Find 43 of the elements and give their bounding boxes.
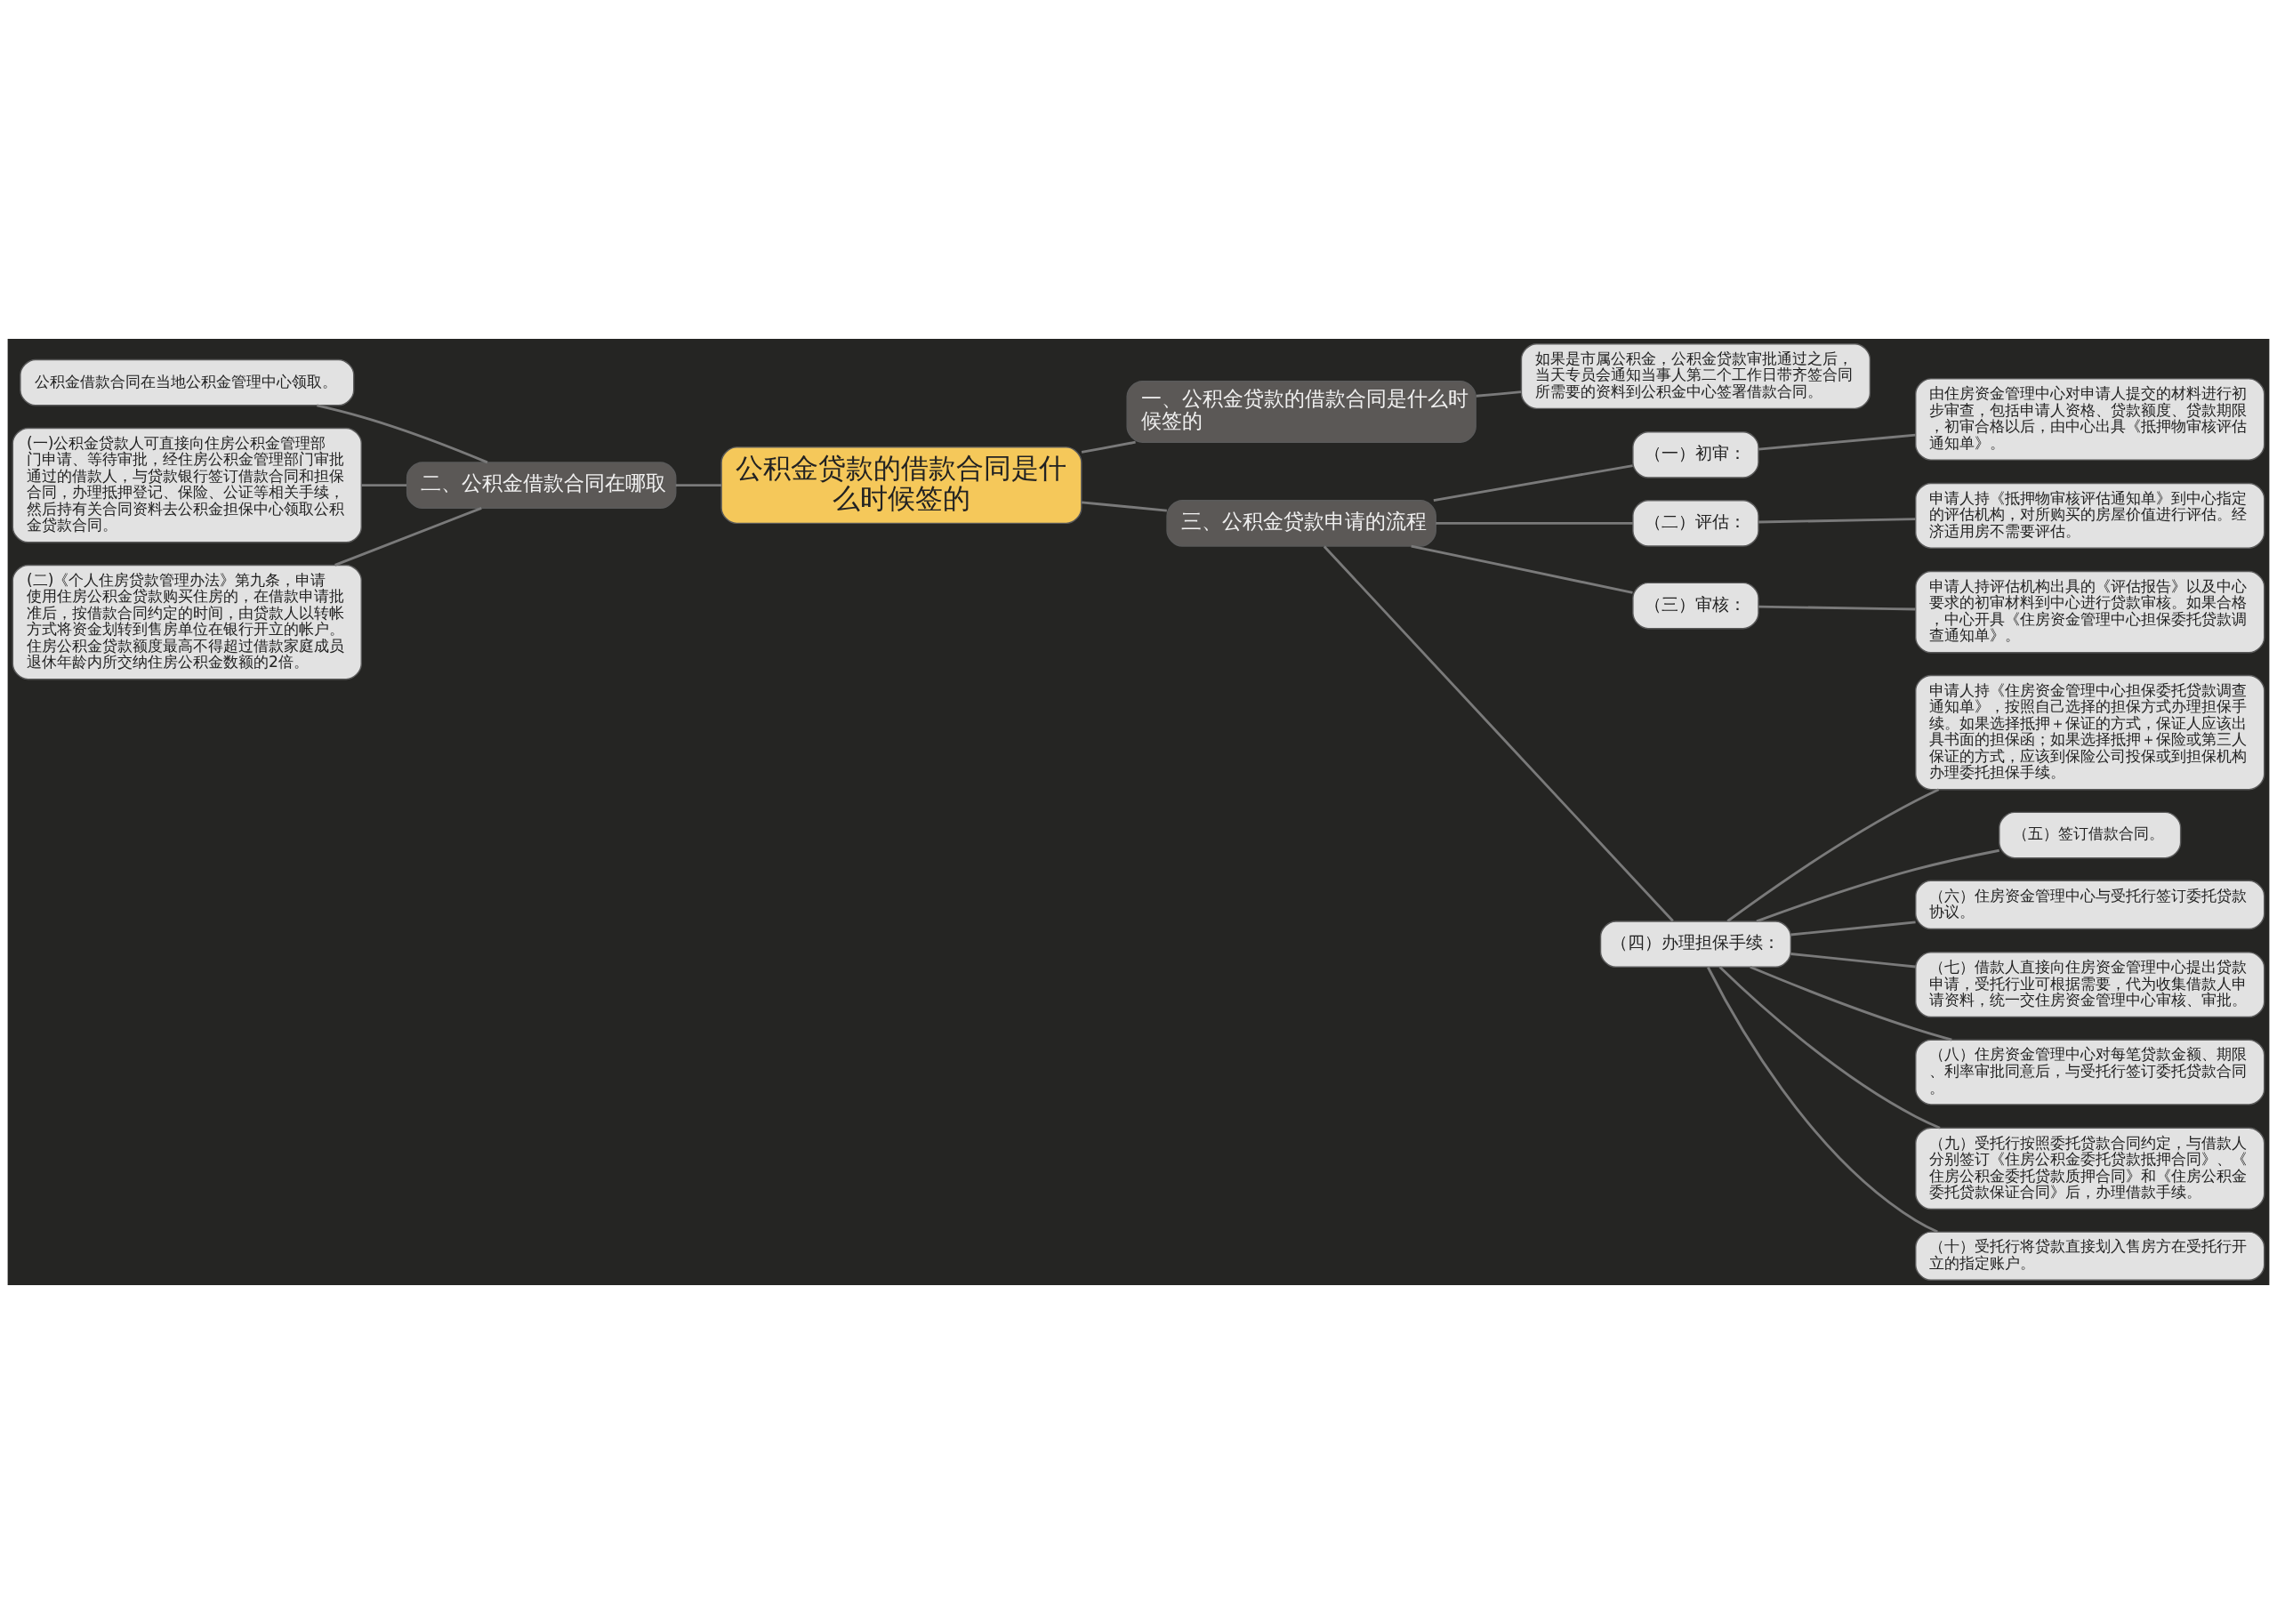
node-box: 一、公积金贷款的借款合同是什么时候签的 xyxy=(1126,381,1476,443)
node-box: 三、公积金贷款申请的流程 xyxy=(1166,500,1436,547)
node-box: （四）办理担保手续： xyxy=(1599,921,1792,968)
connector xyxy=(334,507,482,567)
node-box: （二）评估： xyxy=(1632,500,1759,547)
connector xyxy=(1758,433,1916,451)
node-box: 如果是市属公积金，公积金贷款审批通过之后，当天专员会通知当事人第二个工作日带齐签合同所需要的资料到公积金中心签署借款合同。 xyxy=(1520,343,1871,410)
node-box: （七）借款人直接向住房资金管理中心提出贷款申请，受托行业可根据需要，代为收集借款人申请资料，统一交住房资金管理中心审核、审批。 xyxy=(1915,952,2265,1018)
connector xyxy=(361,484,407,487)
connector xyxy=(1726,788,1940,922)
connector xyxy=(1758,605,1916,611)
connector xyxy=(1718,966,1941,1130)
connector xyxy=(1758,518,1916,524)
connector xyxy=(1476,390,1522,398)
connector xyxy=(1790,921,1916,937)
connector xyxy=(1411,544,1633,594)
node-box: (一)公积金贷款人可直接向住房公积金管理部门申请、等待审批，经住房公积金管理部门审批通过的借款人，与贷款银行签订借款合同和担保合同，办理抵押登记、保险、公证等相关手续，然后持有关合同资料去公积金担保中心领取公积金贷款合同。 xyxy=(12,427,362,543)
node-box: （三）审核： xyxy=(1632,582,1759,630)
connector xyxy=(1436,521,1633,525)
node-box: 公积金贷款的借款合同是什么时候签的 xyxy=(720,446,1082,525)
node-box: 由住房资金管理中心对申请人提交的材料进行初步审查，包括申请人资格、贷款额度、贷款期限，初审合格以后，由中心出具《抵押物审核评估通知单》。 xyxy=(1915,378,2265,461)
connector xyxy=(317,404,488,464)
connector xyxy=(1707,966,1938,1234)
connector xyxy=(1081,501,1167,512)
node-box: 公积金借款合同在当地公积金管理中心领取。 xyxy=(20,358,355,406)
node-box: （一）初审： xyxy=(1632,431,1759,478)
node-box: 申请人持《抵押物审核评估通知单》到中心指定的评估机构，对所购买的房屋价值进行评估。经济适用房不需要评估。 xyxy=(1915,482,2265,549)
node-box: (二)《个人住房贷款管理办法》第九条，申请使用住房公积金贷款购买住房的，在借款申请批准后，按借款合同约定的时间，由贷款人以转帐方式将资金划转到售房单位在银行开立的帐户。住房公积金贷款额度最高不得超过借款家庭成员退休年龄内所交纳住房公积金数额的2倍。 xyxy=(12,564,362,680)
connector xyxy=(1750,965,1952,1041)
connector xyxy=(1323,545,1674,922)
node-box: （九）受托行按照委托贷款合同约定，与借款人分别签订《住房公积金委托贷款抵押合同》、《住房公积金委托贷款质押合同》和《住房公积金委托贷款保证合同》后，办理借款手续。 xyxy=(1915,1127,2265,1210)
node-box: 申请人持评估机构出具的《评估报告》以及中心要求的初审材料到中心进行贷款审核。如果合格，中心开具《住房资金管理中心担保委托贷款调查通知单》。 xyxy=(1915,570,2265,654)
node-box: 申请人持《住房资金管理中心担保委托贷款调查通知单》，按照自己选择的担保方式办理担保手续。如果选择抵押＋保证的方式，保证人应该出具书面的担保函；如果选择抵押＋保险或第三人保证的方式，应该到保险公司投保或到担保机构办理委托担保手续。 xyxy=(1915,674,2265,791)
connector xyxy=(1790,953,1916,969)
node-box: （八）住房资金管理中心对每笔贷款金额、期限、利率审批同意后，与受托行签订委托贷款合同。 xyxy=(1915,1039,2265,1105)
node-box: （六）住房资金管理中心与受托行签订委托贷款协议。 xyxy=(1915,880,2265,930)
connector xyxy=(1081,440,1136,454)
node-box: 二、公积金借款合同在哪取 xyxy=(406,462,677,509)
connector xyxy=(1433,464,1633,502)
connector xyxy=(675,484,721,487)
node-box: （十）受托行将贷款直接划入售房方在受托行开立的指定账户。 xyxy=(1915,1231,2265,1281)
node-box: （五）签订借款合同。 xyxy=(1999,811,2182,859)
connector xyxy=(1756,848,1999,923)
